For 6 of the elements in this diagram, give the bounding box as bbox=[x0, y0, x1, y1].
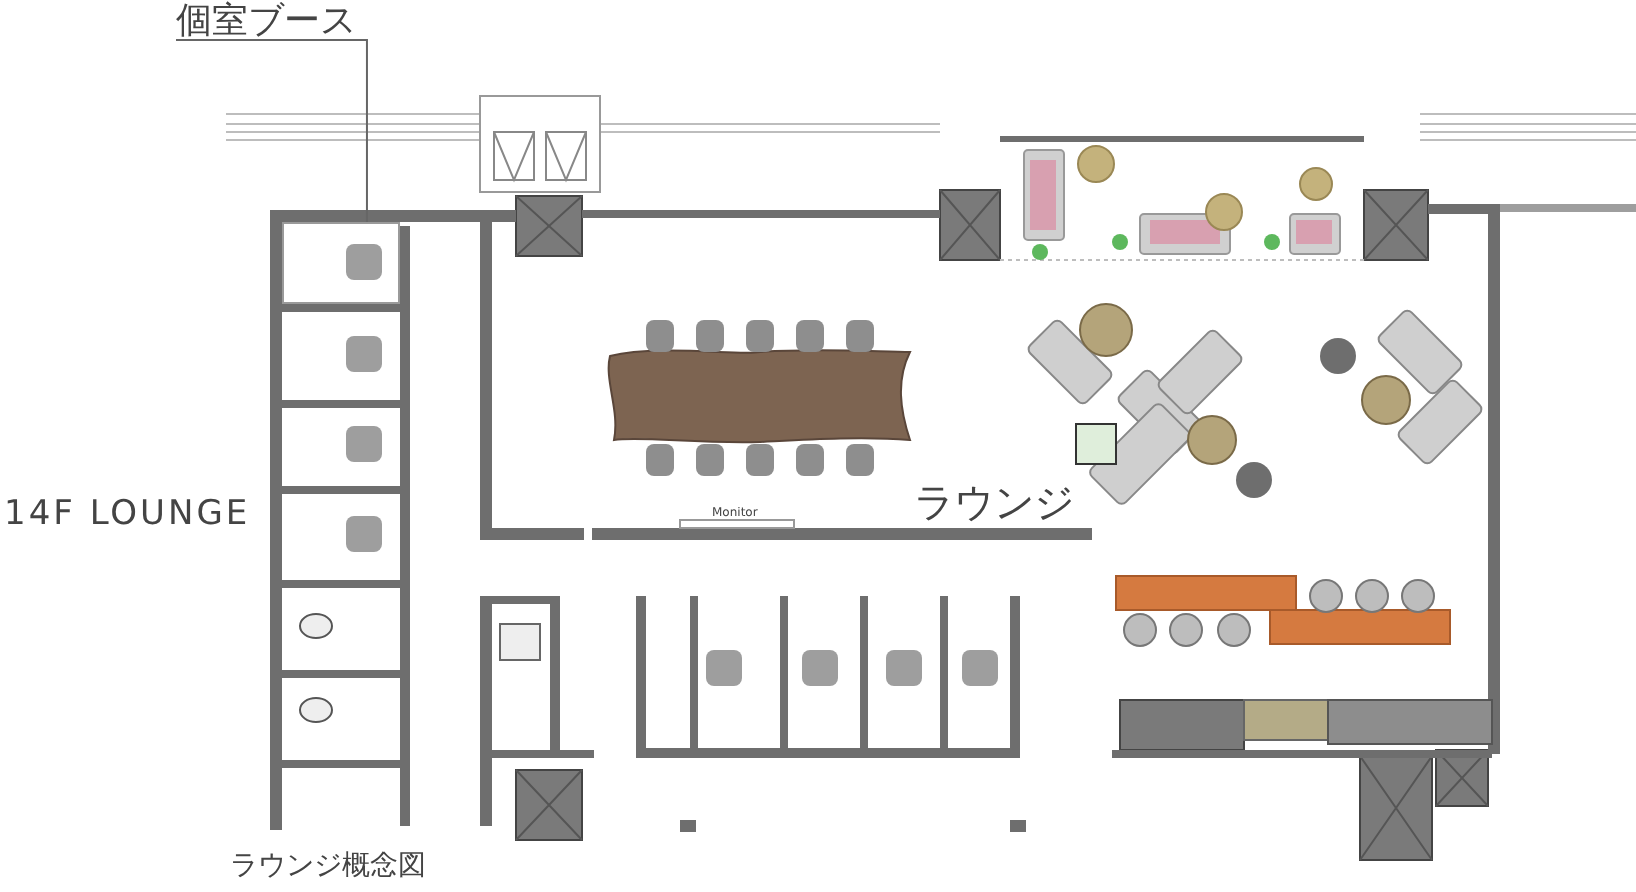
floor-label: 14F LOUNGE bbox=[4, 498, 251, 532]
callout-label: 個室ブース bbox=[176, 4, 356, 40]
leader-line bbox=[175, 39, 368, 223]
booth-room bbox=[282, 222, 400, 304]
caption: ラウンジ概念図 bbox=[230, 852, 426, 880]
room-label: ラウンジ bbox=[914, 482, 1074, 522]
